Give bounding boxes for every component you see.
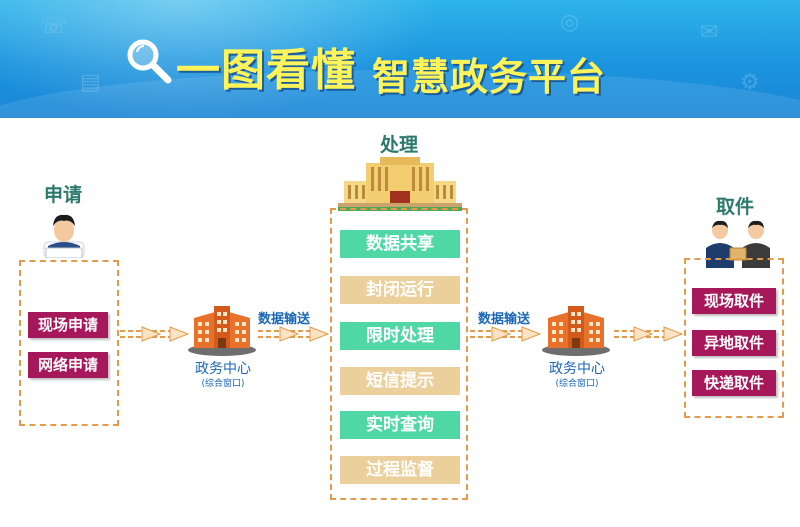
apply-online-button[interactable]: 网络申请 (28, 352, 108, 378)
process-heading: 处理 (380, 134, 419, 156)
gov-center-building-icon (188, 306, 256, 356)
apply-heading: 申请 (44, 184, 83, 206)
decor-doc-icon: ▤ (80, 70, 101, 95)
apply-onsite-button[interactable]: 现场申请 (28, 312, 108, 338)
gov-center-left-sub: (综合窗口) (201, 379, 245, 389)
decor-mail-icon: ✉ (700, 20, 719, 45)
applicant-person-icon (43, 214, 85, 258)
arrow-center-to-process (258, 326, 330, 342)
pickup-remote-button[interactable]: 异地取件 (692, 330, 776, 356)
arrow-center-to-pickup (614, 326, 684, 342)
pickup-onsite-button[interactable]: 现场取件 (692, 288, 776, 314)
pickup-express-button[interactable]: 快递取件 (692, 370, 776, 396)
process-timed-handling-button[interactable]: 限时处理 (340, 322, 460, 350)
banner-title-main: 一图看懂 (176, 45, 356, 96)
title-banner: ☏ ◎ ✉ ⚙ ▤ 一图看懂 智慧政务平台 (0, 0, 800, 118)
process-supervision-button[interactable]: 过程监督 (340, 456, 460, 484)
banner-title-sub: 智慧政务平台 (372, 55, 607, 99)
decor-gear-icon: ⚙ (740, 70, 760, 95)
process-closed-operation-button[interactable]: 封闭运行 (340, 276, 460, 304)
gov-center-building-right-icon (542, 306, 610, 356)
gov-center-right-sub: (综合窗口) (555, 379, 599, 389)
process-box (330, 208, 468, 500)
process-realtime-query-button[interactable]: 实时查询 (340, 411, 460, 439)
government-hall-icon (338, 157, 462, 211)
arrow-process-to-center (470, 326, 542, 342)
gov-center-right-label: 政务中心 (549, 361, 605, 377)
process-data-sharing-button[interactable]: 数据共享 (340, 230, 460, 258)
pickup-heading: 取件 (716, 196, 755, 218)
pickup-box (684, 258, 784, 418)
decor-globe-icon: ◎ (560, 10, 580, 35)
decor-phone-icon: ☏ (40, 14, 68, 39)
handover-people-icon (706, 220, 770, 268)
arrow-apply-to-center (120, 326, 190, 342)
magnifier-icon (127, 39, 172, 84)
apply-box (19, 260, 119, 426)
process-sms-notice-button[interactable]: 短信提示 (340, 367, 460, 395)
transfer-left-label: 数据输送 (258, 312, 311, 327)
transfer-right-label: 数据输送 (478, 312, 531, 327)
gov-center-left-label: 政务中心 (195, 361, 251, 377)
